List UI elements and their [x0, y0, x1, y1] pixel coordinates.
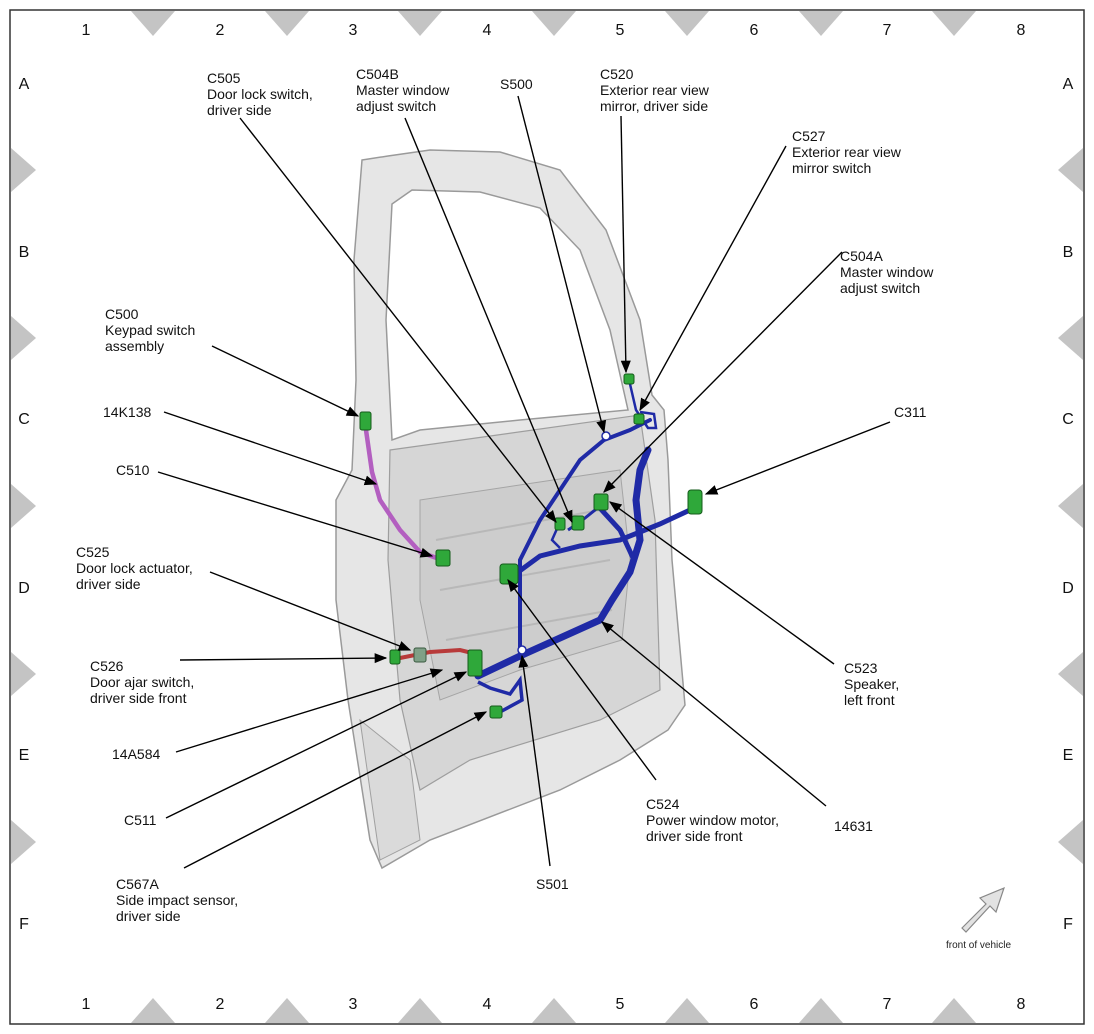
marker-left-3	[11, 652, 36, 696]
grid-col-label-2-top: 2	[215, 22, 225, 39]
grid-col-label-6-bottom: 6	[749, 996, 759, 1013]
connector-c504b	[571, 515, 585, 531]
label-c524: C524 Power window motor, driver side fro…	[646, 796, 780, 844]
grid-col-label-8-top: 8	[1016, 22, 1026, 39]
grid-col-label-1-bottom: 1	[81, 996, 91, 1013]
diagram-frame	[9, 9, 1085, 1025]
grid-col-label-6-top: 6	[749, 22, 759, 39]
label-c520: C520 Exterior rear view mirror, driver s…	[600, 66, 709, 114]
grid-row-label-E-left: E	[18, 747, 30, 764]
grid-row-label-A-right: A	[1062, 76, 1074, 93]
marker-left-4	[11, 820, 36, 864]
label-c511: C511	[124, 812, 157, 828]
grid-row-label-C-right: C	[1062, 411, 1074, 428]
connector-c527	[633, 413, 645, 425]
connector-c504a	[593, 493, 609, 511]
label-14631: 14631	[834, 818, 873, 834]
grid-col-label-5-top: 5	[615, 22, 625, 39]
grid-col-label-8-bottom: 8	[1016, 996, 1026, 1013]
marker-right-2	[1058, 484, 1083, 528]
splice-s500	[601, 431, 611, 441]
front-of-vehicle-arrow-icon	[961, 886, 1005, 933]
label-14k138: 14K138	[103, 404, 152, 420]
leader-lines	[157, 95, 891, 869]
label-c567a: C567A Side impact sensor, driver side	[116, 876, 239, 924]
grid-col-label-7-bottom: 7	[882, 996, 892, 1013]
connector-c500	[359, 411, 372, 431]
marker-bottom-0	[131, 998, 175, 1023]
grid-col-label-4-bottom: 4	[482, 996, 492, 1013]
connector-c505	[554, 517, 566, 531]
marker-top-2	[398, 11, 442, 36]
grid-row-label-D-left: D	[18, 580, 30, 597]
grid-row-label-F-right: F	[1063, 916, 1073, 933]
connector-c511	[467, 649, 483, 677]
label-c526: C526 Door ajar switch, driver side front	[90, 658, 195, 706]
connector-c526	[389, 649, 401, 665]
marker-bottom-2	[398, 998, 442, 1023]
marker-right-1	[1058, 316, 1083, 360]
grid-row-label-E-right: E	[1062, 747, 1074, 764]
grid-row-label-C-left: C	[18, 411, 30, 428]
marker-top-1	[265, 11, 309, 36]
connector-c311	[687, 489, 703, 515]
marker-right-3	[1058, 652, 1083, 696]
marker-left-2	[11, 484, 36, 528]
label-c311: C311	[894, 404, 927, 420]
label-s500: S500	[500, 76, 533, 92]
grid-row-label-B-left: B	[18, 244, 30, 261]
marker-bottom-5	[799, 998, 843, 1023]
marker-bottom-6	[932, 998, 976, 1023]
grid-col-label-1-top: 1	[81, 22, 91, 39]
marker-right-4	[1058, 820, 1083, 864]
marker-left-0	[11, 148, 36, 192]
grid-col-label-5-bottom: 5	[615, 996, 625, 1013]
label-c500: C500 Keypad switch assembly	[105, 306, 196, 354]
marker-top-3	[532, 11, 576, 36]
label-c527: C527 Exterior rear view mirror switch	[792, 128, 901, 176]
label-c525: C525 Door lock actuator, driver side	[76, 544, 193, 592]
marker-bottom-3	[532, 998, 576, 1023]
connector-c525	[413, 647, 427, 663]
grid-col-label-2-bottom: 2	[215, 996, 225, 1013]
marker-bottom-1	[265, 998, 309, 1023]
marker-top-4	[665, 11, 709, 36]
label-c510: C510	[116, 462, 150, 478]
grid-row-label-B-right: B	[1062, 244, 1074, 261]
label-s501: S501	[536, 876, 569, 892]
grid-col-label-4-top: 4	[482, 22, 492, 39]
grid-col-label-3-bottom: 3	[348, 996, 358, 1013]
label-c504a: C504A Master window adjust switch	[840, 248, 934, 296]
grid-row-label-F-left: F	[19, 916, 29, 933]
marker-bottom-4	[665, 998, 709, 1023]
connector-c567a	[489, 705, 503, 719]
marker-right-0	[1058, 148, 1083, 192]
grid-col-label-3-top: 3	[348, 22, 358, 39]
label-14a584: 14A584	[112, 746, 161, 762]
grid-row-label-A-left: A	[18, 76, 30, 93]
splice-s501	[517, 645, 527, 655]
grid-row-label-D-right: D	[1062, 580, 1074, 597]
marker-top-5	[799, 11, 843, 36]
front-of-vehicle-label: front of vehicle	[946, 940, 1012, 951]
marker-top-0	[131, 11, 175, 36]
label-c523: C523 Speaker, left front	[844, 660, 900, 708]
connector-c510	[435, 549, 451, 567]
grid-border-markers	[11, 11, 1083, 1023]
label-c505: C505 Door lock switch, driver side	[207, 70, 313, 118]
marker-top-6	[932, 11, 976, 36]
grid-col-label-7-top: 7	[882, 22, 892, 39]
marker-left-1	[11, 316, 36, 360]
label-c504b: C504B Master window adjust switch	[356, 66, 450, 114]
connector-c520	[623, 373, 635, 385]
